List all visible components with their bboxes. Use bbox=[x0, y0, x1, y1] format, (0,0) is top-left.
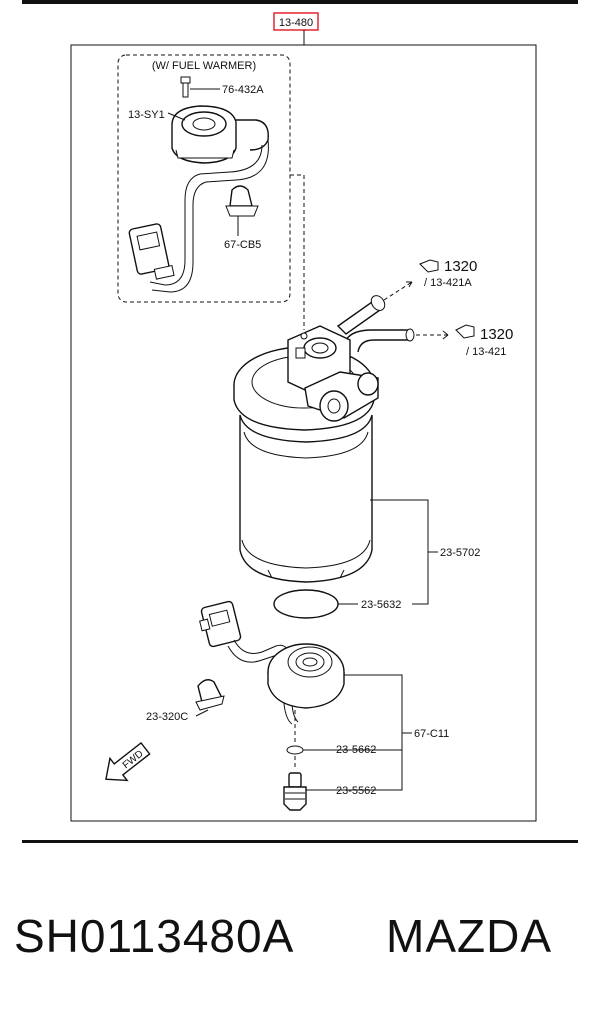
warmer-harness bbox=[149, 139, 269, 293]
o-ring-23-5662[interactable] bbox=[286, 745, 304, 755]
callout-23-5632: 23-5632 bbox=[361, 599, 401, 611]
outlet-pipe-upper[interactable] bbox=[336, 293, 388, 335]
water-sensor-23-320C[interactable] bbox=[267, 643, 345, 709]
callout-1320-upper: 1320 bbox=[444, 258, 477, 275]
hand-icon-lower bbox=[455, 324, 475, 339]
fuel-warmer-inset bbox=[117, 54, 291, 303]
footer-part-number: SH0113480A bbox=[14, 910, 294, 962]
callout-23-320C: 67-C11 bbox=[414, 728, 449, 740]
filter-head[interactable] bbox=[233, 325, 379, 431]
sensor-connector[interactable] bbox=[199, 600, 242, 648]
callout-23-5662: 23-5662 bbox=[336, 744, 376, 756]
screw-76-432A[interactable] bbox=[180, 76, 191, 98]
header-ref-tag[interactable]: 13-480 bbox=[273, 12, 319, 31]
callout-13-SY1: 13-SY1 bbox=[128, 109, 165, 121]
fuel-warmer-13-SY1[interactable] bbox=[171, 105, 269, 164]
diagram-frame bbox=[70, 44, 537, 822]
hand-icon-upper bbox=[419, 259, 439, 273]
fwd-arrow-icon: FWD bbox=[105, 741, 151, 782]
bottom-rule bbox=[22, 840, 578, 843]
callout-13-421A: / 13-421A bbox=[424, 277, 472, 289]
callout-76-432A: 76-432A bbox=[222, 84, 264, 96]
callout-67-C11: 23-320C bbox=[146, 711, 188, 723]
callout-67-CB5: 67-CB5 bbox=[224, 239, 261, 251]
callout-13-421: / 13-421 bbox=[466, 346, 506, 358]
callout-1320-lower: 1320 bbox=[480, 326, 513, 343]
o-ring-23-5632[interactable] bbox=[273, 589, 339, 619]
inset-title: (W/ FUEL WARMER) bbox=[152, 60, 256, 72]
warmer-connector[interactable] bbox=[128, 223, 175, 280]
drain-plug-23-5562[interactable] bbox=[283, 772, 307, 811]
clip-67-CB5[interactable] bbox=[225, 185, 259, 217]
top-rule bbox=[22, 0, 578, 4]
callout-23-5562: 23-5562 bbox=[336, 785, 376, 797]
filter-body-23-5702[interactable] bbox=[239, 414, 373, 583]
clip-67-C11[interactable] bbox=[195, 679, 225, 711]
header-ref-label: 13-480 bbox=[279, 17, 313, 29]
callout-23-5702: 23-5702 bbox=[440, 547, 480, 559]
footer-brand: MAZDA bbox=[386, 910, 552, 962]
outlet-pipe-lower[interactable] bbox=[345, 328, 415, 353]
